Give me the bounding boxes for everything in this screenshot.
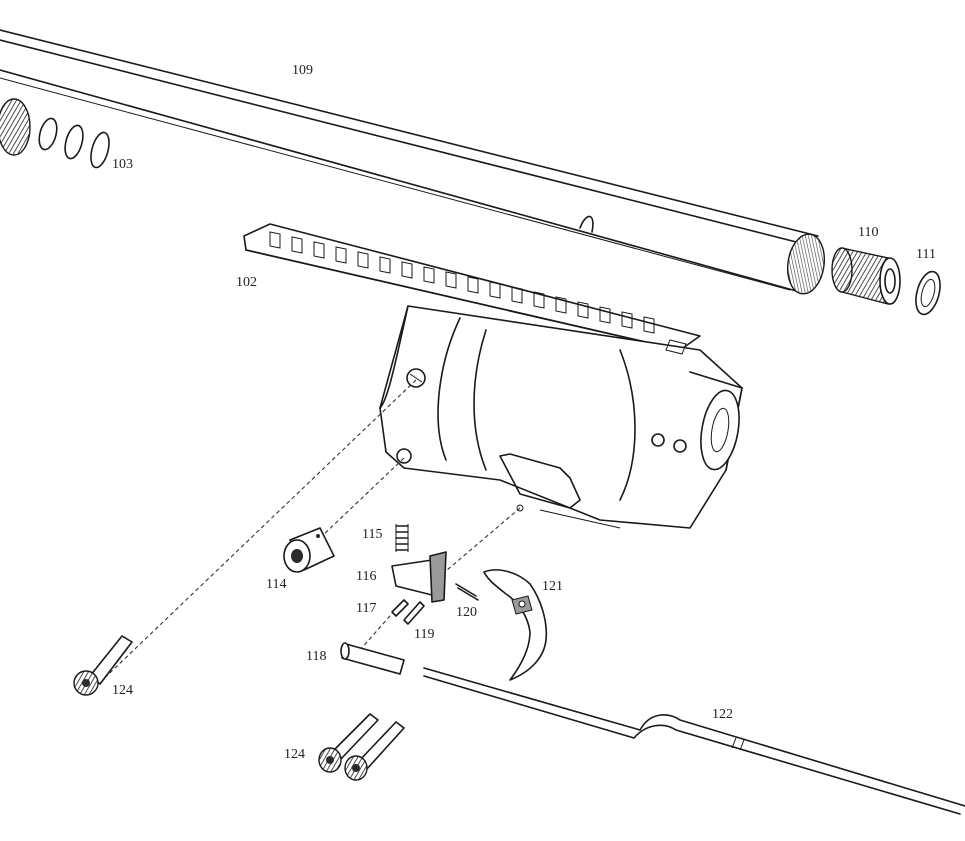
pin-118: [340, 642, 405, 675]
part-label-121: 121: [542, 579, 563, 594]
muzzle-assembly-103: [0, 98, 110, 169]
spring-115: [395, 524, 409, 552]
part-label-117: 117: [356, 601, 376, 616]
part-label-120: 120: [456, 605, 477, 620]
rail-slots: [269, 231, 655, 334]
part-label-114: 114: [266, 577, 286, 592]
washer-111: [915, 270, 941, 316]
part-label-124-single: 124: [112, 683, 133, 698]
part-label-103: 103: [112, 157, 133, 172]
pin-120: [455, 583, 479, 601]
assembly-guide-lines: [91, 379, 521, 691]
bushing-114: [283, 527, 335, 573]
sear-116: [391, 551, 447, 603]
rail-mount-102: [243, 223, 743, 529]
part-label-122: 122: [712, 707, 733, 722]
part-label-110: 110: [858, 225, 878, 240]
part-label-102: 102: [236, 275, 257, 290]
part-labels: 109 103 102 110 111 115 114 116 121 117 …: [112, 63, 936, 762]
trigger-121: [483, 569, 548, 681]
part-label-109: 109: [292, 63, 313, 78]
pin-119: [403, 601, 425, 625]
knurled-collar-110: [831, 247, 901, 305]
bolts-124-pair: [318, 713, 405, 781]
part-label-111: 111: [916, 247, 936, 262]
part-label-124-pair: 124: [284, 747, 305, 762]
bolt-124-single: [73, 635, 133, 696]
part-label-118: 118: [306, 649, 326, 664]
barrel-tube-109: [0, 29, 826, 295]
rod-122: [423, 667, 965, 815]
pin-117: [391, 599, 409, 617]
part-label-116: 116: [356, 569, 376, 584]
part-label-119: 119: [414, 627, 434, 642]
part-label-115: 115: [362, 527, 382, 542]
